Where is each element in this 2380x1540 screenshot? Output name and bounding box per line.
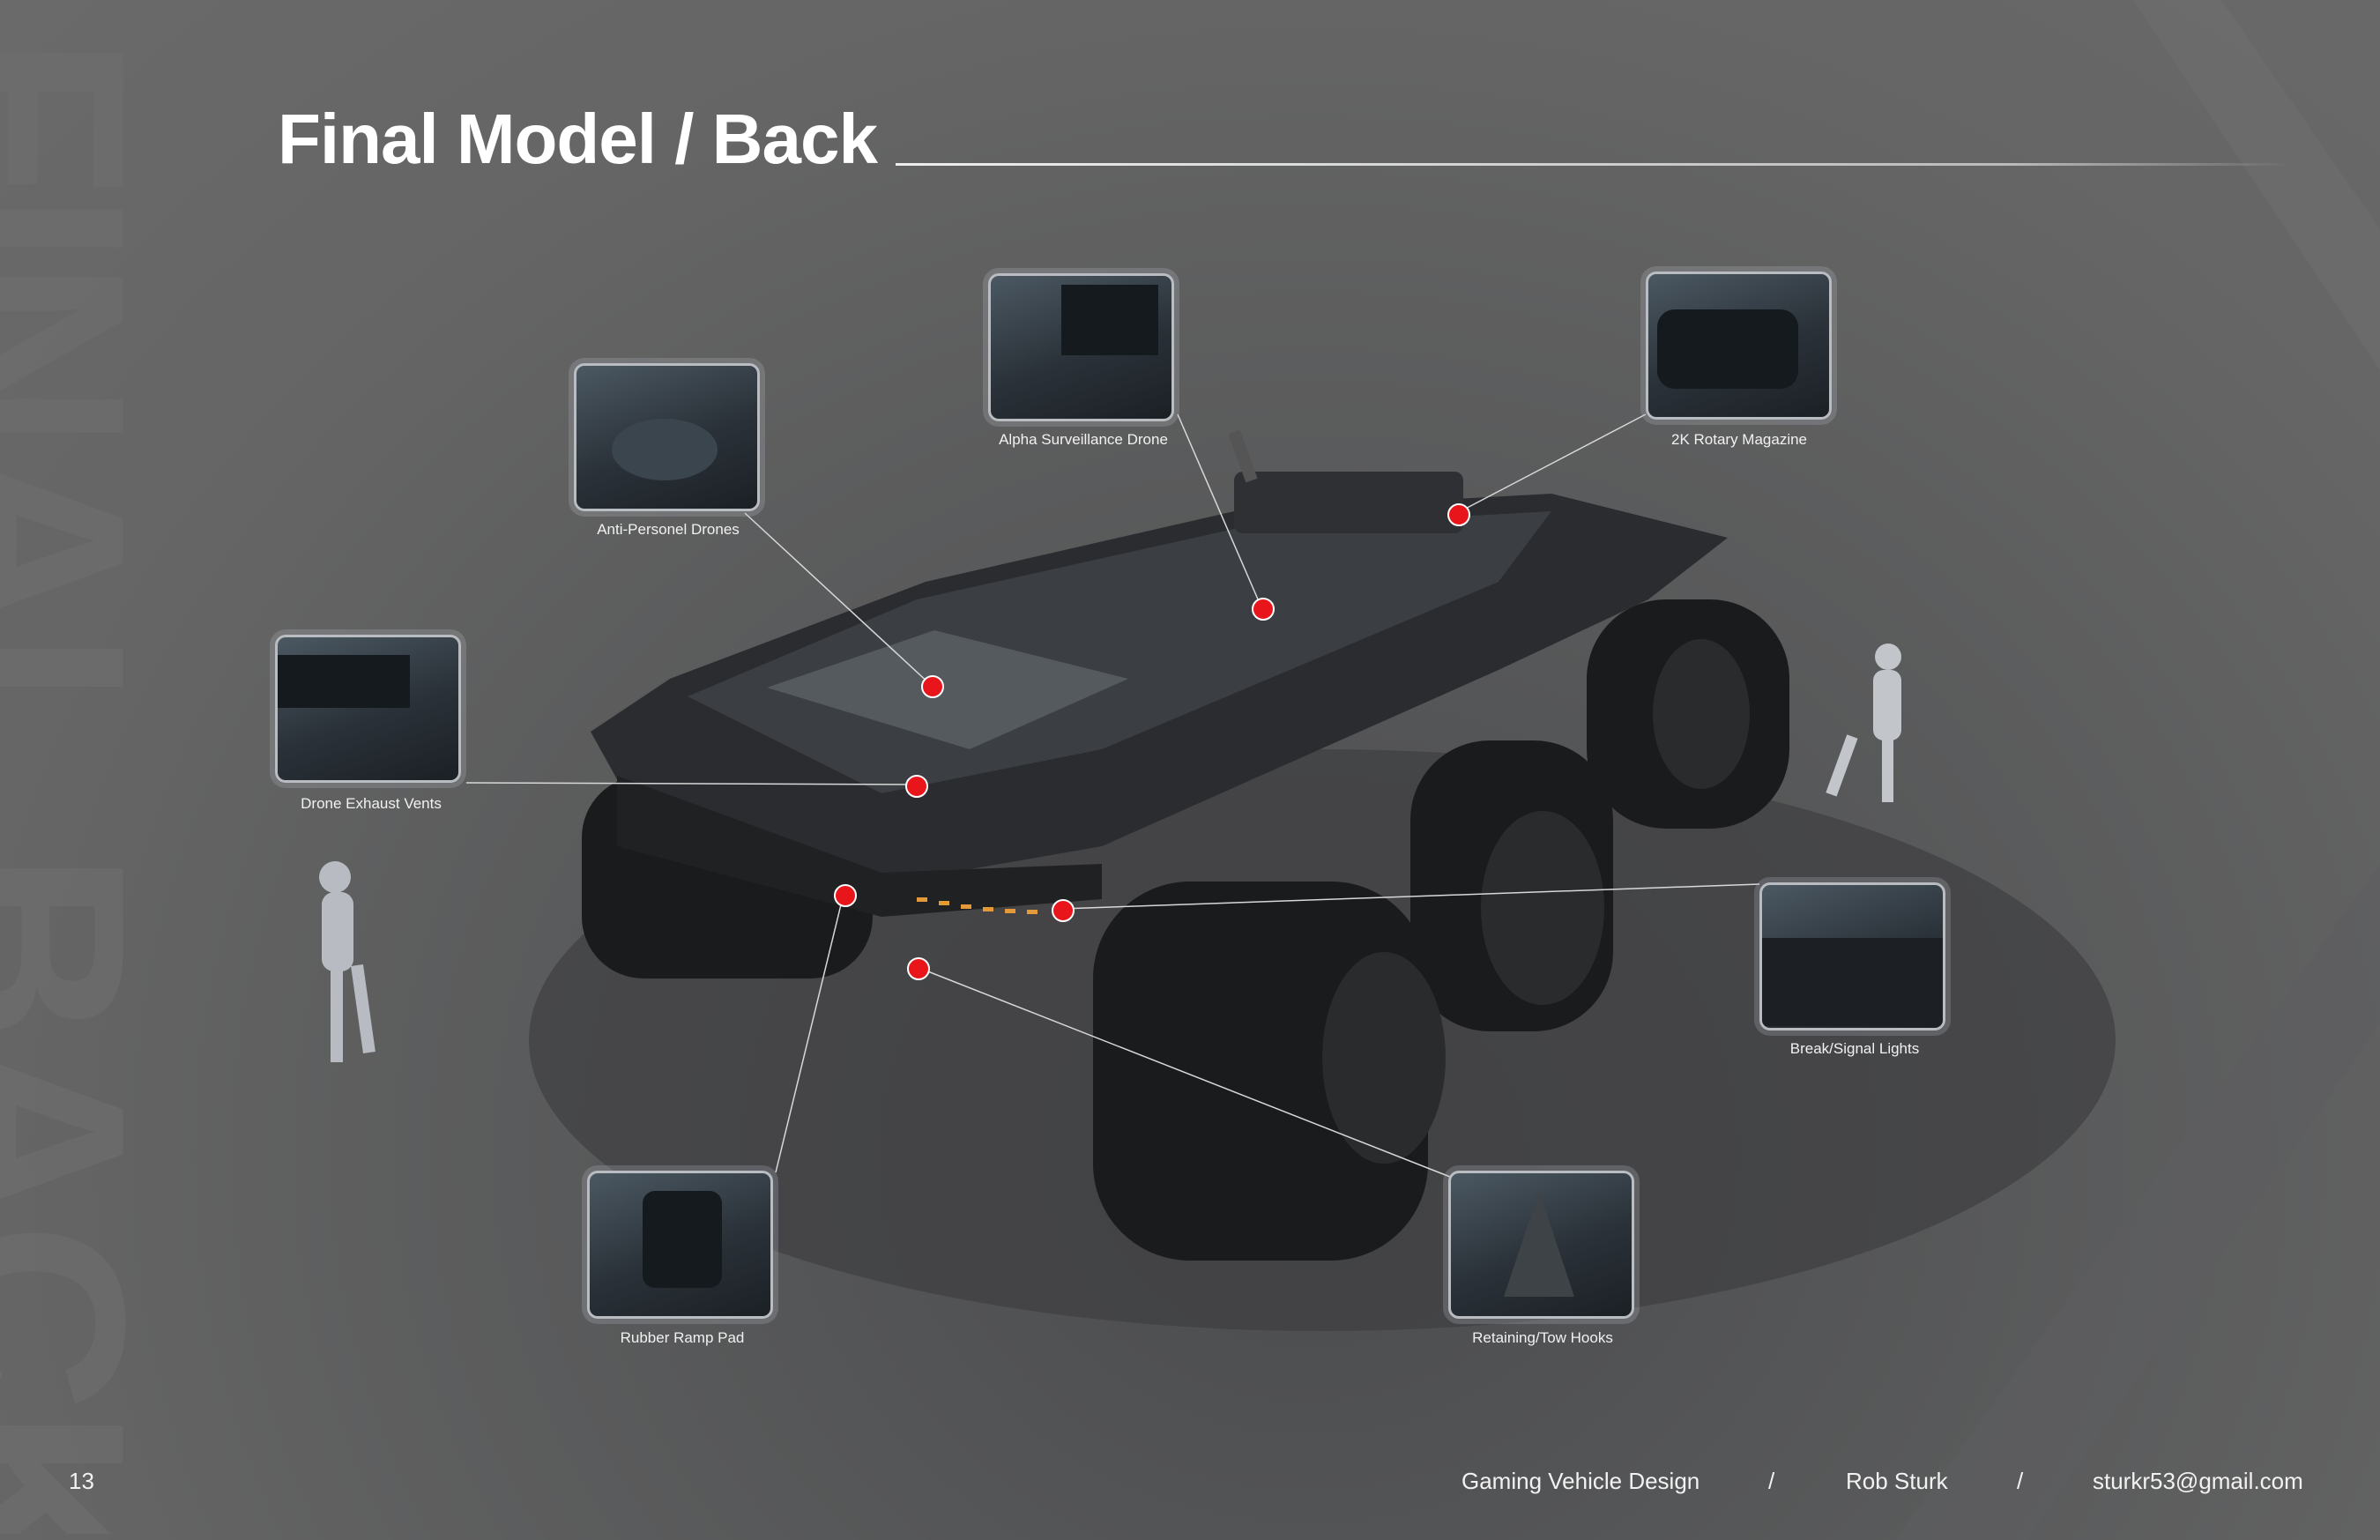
footer-project: Gaming Vehicle Design [1461, 1468, 1700, 1494]
leader-lines [465, 413, 1760, 1178]
hotspot-retaining-tow-hooks[interactable] [907, 957, 930, 980]
page-title: Final Model / Back [278, 100, 878, 178]
caption-drone-exhaust-vents: Drone Exhaust Vents [301, 795, 442, 812]
thumb-alpha-surveillance-drone [988, 273, 1174, 421]
decor-band [1895, 864, 2380, 1540]
hotspot-alpha-surveillance-drone[interactable] [1252, 598, 1275, 621]
vehicle-rear [617, 776, 1102, 917]
footer-email[interactable]: sturkr53@gmail.com [2093, 1468, 2303, 1494]
human-figure-left [319, 861, 376, 1062]
hotspot-anti-personel-drones[interactable] [921, 675, 944, 698]
hotspot-2k-rotary-magazine[interactable] [1447, 503, 1470, 526]
caption-break-signal-lights: Break/Signal Lights [1789, 1040, 1920, 1057]
decor-band [2133, 0, 2380, 370]
thumb-retaining-tow-hooks [1448, 1171, 1634, 1319]
footer-separator: / [2017, 1468, 2024, 1494]
signal-light-strip [917, 897, 1038, 914]
vehicle-grate [767, 630, 1128, 749]
vehicle-turret [1234, 472, 1463, 533]
caption-2k-rotary-magazine: 2K Rotary Magazine [1670, 431, 1808, 448]
page-number: 13 [69, 1468, 94, 1494]
caption-alpha-surveillance-drone: Alpha Surveillance Drone [999, 431, 1168, 448]
caption-rubber-ramp-pad: Rubber Ramp Pad [620, 1329, 745, 1346]
footer-separator: / [1768, 1468, 1775, 1494]
vehicle-gun [1228, 429, 1258, 483]
thumb-2k-rotary-magazine [1646, 272, 1832, 420]
hotspot-drone-exhaust-vents[interactable] [905, 775, 928, 798]
caption-retaining-tow-hooks: Retaining/Tow Hooks [1472, 1329, 1613, 1346]
thumb-break-signal-lights [1759, 882, 1945, 1030]
human-figure-right [1826, 644, 1901, 802]
hotspot-rubber-ramp-pad[interactable] [834, 884, 857, 907]
thumb-rubber-ramp-pad [587, 1171, 773, 1319]
footer-author: Rob Sturk [1846, 1468, 1948, 1494]
hotspot-break-signal-lights[interactable] [1052, 899, 1075, 922]
thumb-anti-personel-drones [574, 363, 760, 511]
thumb-drone-exhaust-vents [275, 635, 461, 783]
title-rule [896, 163, 2292, 166]
caption-anti-personel-drones: Anti-Personel Drones [597, 521, 740, 538]
